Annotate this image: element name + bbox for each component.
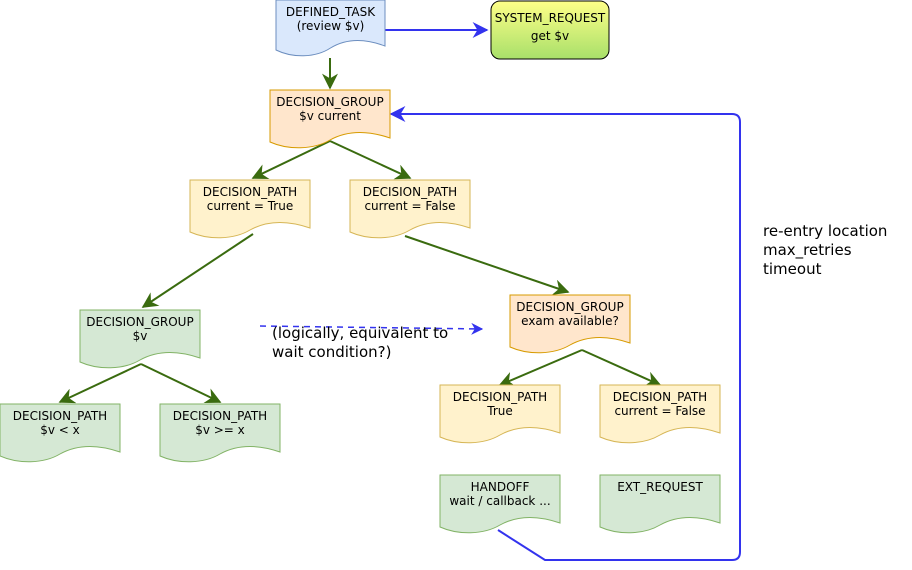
node-shape (0, 403, 121, 463)
nodes-layer: DEFINED_TASK(review $v) SYSTEM_REQUESTge… (0, 0, 721, 534)
node-label: get $v (531, 29, 569, 43)
node-label: HANDOFF (471, 480, 530, 494)
edge-group-to-path-false (329, 140, 412, 180)
node-label: $v < x (40, 423, 80, 437)
edge-group-v-to-lt (58, 363, 142, 404)
node-shape (159, 403, 281, 463)
node-label: DECISION_PATH (173, 409, 267, 423)
node-shape (349, 179, 471, 239)
note-equivalence-line: wait condition?) (272, 343, 391, 361)
edge-exam-to-true (498, 349, 583, 387)
edge-handoff-reentry (389, 106, 741, 561)
node-label: DECISION_GROUP (86, 315, 193, 329)
node-shape (79, 309, 201, 369)
node-label: current = False (364, 199, 455, 213)
node-label: EXT_REQUEST (617, 480, 703, 494)
node-label: (review $v) (297, 19, 365, 33)
node-label: exam available? (521, 314, 619, 328)
edge-path-true-to-group-v (141, 233, 254, 308)
node-shape (269, 89, 391, 149)
node-shape (599, 384, 721, 444)
node-ext-request[interactable]: EXT_REQUEST (599, 474, 721, 534)
note-reentry-line: re-entry location (763, 222, 887, 240)
note-reentry-line: max_retries (763, 241, 852, 260)
node-decision-path-v-lt-x[interactable]: DECISION_PATH$v < x (0, 403, 121, 463)
node-shape (439, 384, 561, 444)
note-equivalence-line: (logically, equivalent to (272, 324, 448, 342)
node-label: DECISION_GROUP (516, 300, 623, 314)
node-shape (439, 474, 561, 534)
node-label: $v >= x (195, 423, 245, 437)
node-label: wait / callback ... (449, 494, 550, 508)
node-label: DECISION_PATH (363, 185, 457, 199)
node-label: DECISION_PATH (453, 390, 547, 404)
node-label: $v (133, 329, 148, 343)
node-label: True (486, 404, 513, 418)
node-defined-task[interactable]: DEFINED_TASK(review $v) (275, 0, 386, 57)
node-label: DECISION_PATH (13, 409, 107, 423)
node-label: DEFINED_TASK (286, 5, 376, 19)
note-equivalence: (logically, equivalent to wait condition… (272, 324, 453, 361)
node-shape (490, 0, 610, 60)
edge-exam-to-false (581, 349, 662, 387)
node-shape (275, 0, 386, 57)
node-label: DECISION_PATH (613, 390, 707, 404)
edge-equivalence-dashed (259, 322, 484, 335)
node-label: SYSTEM_REQUEST (495, 11, 606, 25)
node-shape (189, 179, 311, 239)
edge-path-false-to-group-exam (404, 235, 570, 295)
node-label: DECISION_GROUP (276, 95, 383, 109)
node-label: current = False (614, 404, 705, 418)
edge-group-v-to-ge (140, 363, 222, 403)
node-label: current = True (207, 199, 293, 213)
node-label: $v current (299, 109, 361, 123)
node-decision-group-v[interactable]: DECISION_GROUP$v (79, 309, 201, 369)
note-reentry: re-entry location max_retries timeout (763, 222, 892, 278)
node-decision-path-v-ge-x[interactable]: DECISION_PATH$v >= x (159, 403, 281, 463)
node-decision-group-v-current[interactable]: DECISION_GROUP$v current (269, 89, 391, 149)
edge-group-to-path-true (251, 140, 331, 179)
node-label: DECISION_PATH (203, 185, 297, 199)
node-shape (599, 474, 721, 534)
note-reentry-line: timeout (763, 260, 822, 278)
node-shape (509, 294, 631, 354)
edges-layer (58, 22, 741, 561)
